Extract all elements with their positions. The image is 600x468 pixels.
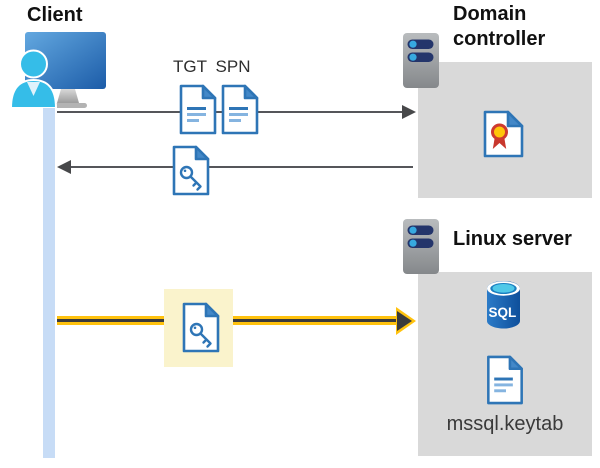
domain-controller-label: Domain controller bbox=[453, 3, 546, 50]
request-arrow-head-icon bbox=[402, 105, 416, 119]
spn-document-icon bbox=[221, 84, 259, 135]
domain-controller-server-icon bbox=[403, 33, 439, 88]
linux-server-server-icon bbox=[403, 219, 439, 274]
response-arrow-head-icon bbox=[57, 160, 71, 174]
sql-database-icon: SQL bbox=[487, 281, 520, 329]
tgt-document-icon bbox=[179, 84, 217, 135]
client-label: Client bbox=[27, 4, 83, 26]
response-arrow-line bbox=[70, 166, 413, 168]
sql-icon-label: SQL bbox=[489, 305, 517, 320]
service-ticket-key-document-icon bbox=[172, 145, 210, 196]
client-lifeline bbox=[43, 98, 55, 458]
linux-server-label: Linux server bbox=[453, 228, 572, 250]
ticket-arrow-head-icon bbox=[397, 311, 412, 331]
keytab-label: mssql.keytab bbox=[446, 413, 564, 435]
client-monitor-user-icon bbox=[9, 32, 106, 108]
service-ticket-key-document-highlighted-icon bbox=[182, 302, 220, 353]
spn-label: SPN bbox=[215, 57, 251, 76]
tgt-label: TGT bbox=[173, 57, 207, 76]
certificate-document-icon bbox=[483, 110, 524, 158]
keytab-document-icon bbox=[487, 355, 523, 405]
